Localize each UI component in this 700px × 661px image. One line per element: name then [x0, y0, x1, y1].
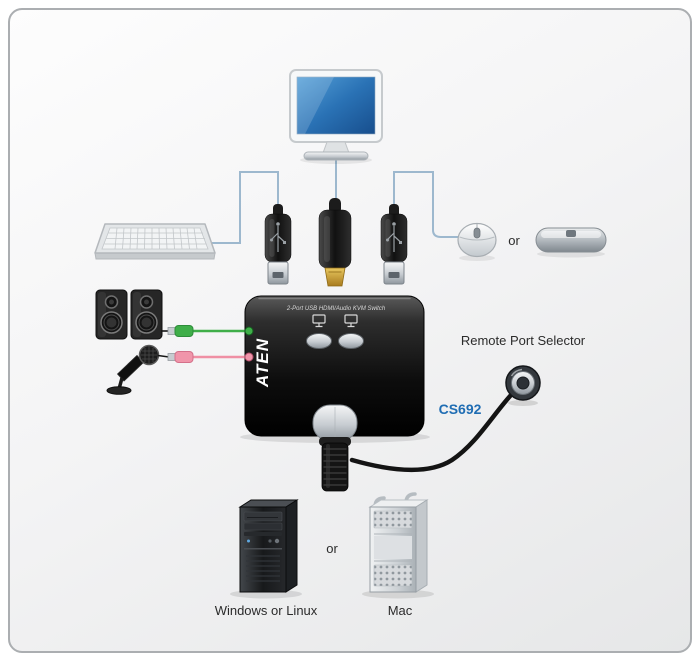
mouse-wire	[393, 171, 459, 238]
windows-linux-label: Windows or Linux	[214, 603, 318, 618]
scroll-wheel	[473, 227, 481, 239]
connection-wires	[212, 160, 459, 244]
model-label: CS692	[438, 401, 482, 417]
tower-pc-graphic	[230, 499, 302, 599]
speaker-left	[95, 289, 128, 340]
kvm-switch-graphic: 2-Port USB HDMI/Audio KVM Switch ATEN	[240, 295, 430, 492]
speaker-right	[130, 289, 163, 340]
speakers-graphic	[95, 289, 163, 340]
keyboard-wire	[212, 171, 279, 244]
monitor-graphic	[289, 69, 383, 164]
audio-plug-green	[167, 325, 194, 337]
aten-logo: ATEN	[253, 338, 272, 388]
microphone-graphic	[106, 344, 160, 395]
usb-connector-right	[380, 203, 408, 285]
remote-port-selector-label: Remote Port Selector	[460, 333, 586, 348]
audio-jack-pink	[244, 352, 254, 362]
remote-selector-cable	[349, 392, 514, 472]
audio-cables	[157, 325, 247, 363]
remote-selector-graphic	[505, 365, 541, 406]
audio-plug-pink	[167, 351, 194, 363]
cable-bundle	[321, 442, 349, 492]
monitor-stand	[322, 141, 350, 154]
hdmi-connector	[318, 198, 352, 287]
or-computers-label: or	[326, 541, 338, 556]
port-select-button-1	[306, 333, 332, 349]
mac-mouse-graphic	[535, 227, 607, 258]
mac-label: Mac	[387, 603, 413, 618]
mac-pro-graphic	[362, 492, 434, 599]
or-pointing-devices-label: or	[508, 233, 520, 248]
audio-jack-green	[244, 326, 254, 336]
monitor-base	[303, 151, 369, 161]
keyboard-graphic	[94, 223, 216, 260]
usb-connector-left	[264, 203, 292, 285]
port-select-button-2	[338, 333, 364, 349]
monitor-screen	[296, 76, 376, 135]
mouse-graphic	[457, 222, 497, 261]
remote-selector-button	[516, 376, 530, 390]
device-top-text: 2-Port USB HDMI/Audio KVM Switch	[286, 306, 386, 312]
